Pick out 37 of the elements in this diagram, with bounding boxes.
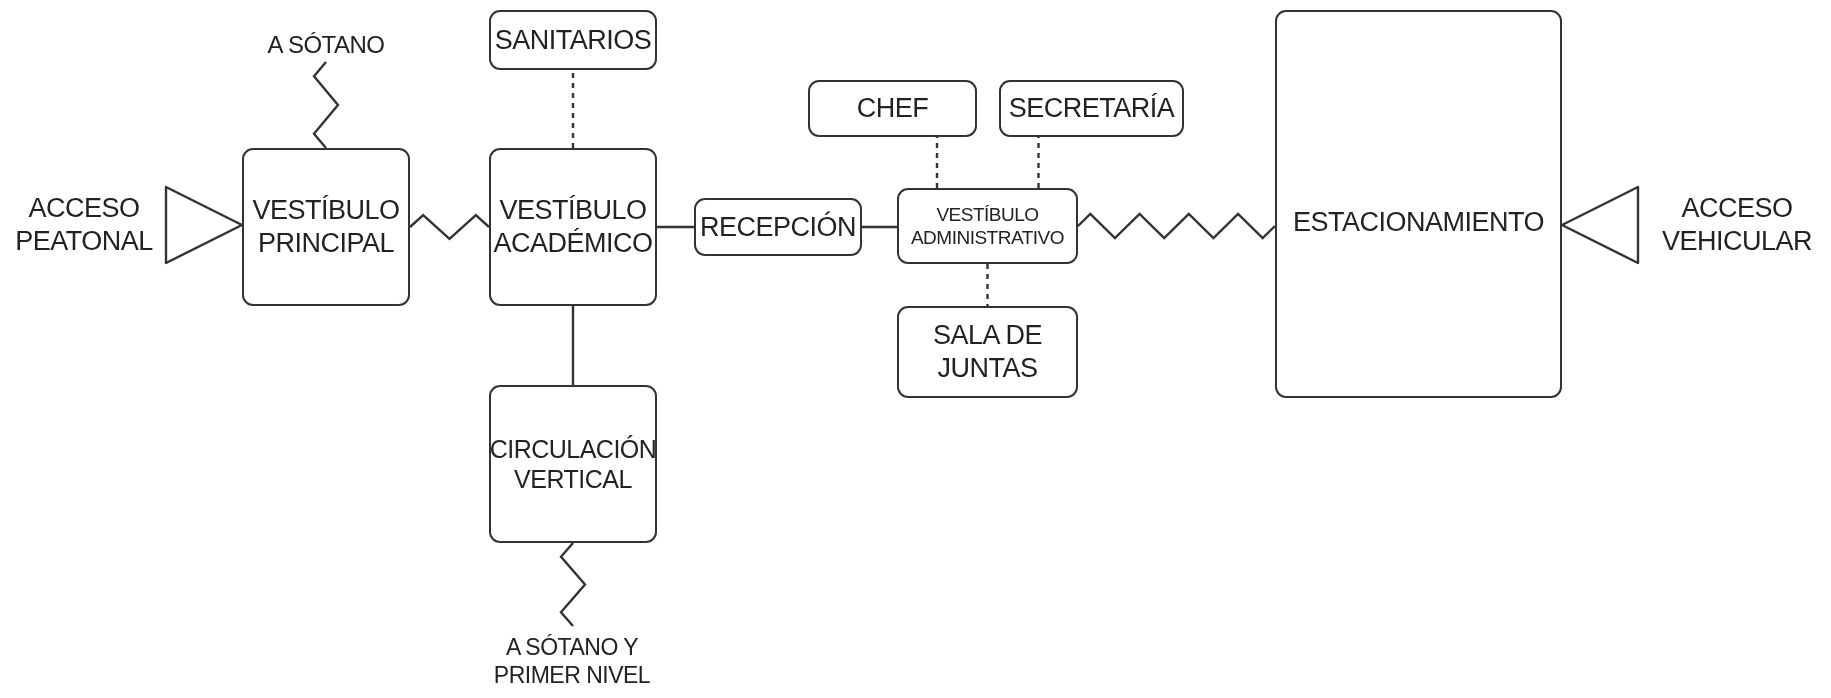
access-label: A SÓTANO [267, 30, 385, 60]
room-box [999, 80, 1184, 137]
entrance-arrow [1560, 185, 1640, 265]
connector-line [657, 225, 694, 229]
room-label: SALA DE JUNTAS [931, 319, 1044, 385]
room-label: VESTÍBULO PRINCIPAL [251, 194, 401, 260]
zigzag-connector [312, 61, 340, 149]
room-box [489, 148, 657, 306]
connector-line [571, 306, 575, 385]
room-label: ESTACIONAMIENTO [1293, 205, 1544, 239]
connector-line [862, 225, 897, 229]
access-label: A SÓTANO Y PRIMER NIVEL [492, 632, 652, 690]
room-box [242, 148, 410, 306]
room-label: SANITARIOS [494, 23, 652, 57]
room-box [694, 198, 862, 256]
room-label: SECRETARÍA [1008, 92, 1175, 125]
room-box [489, 385, 657, 543]
room-label: VESTÍBULO ACADÉMICO [492, 194, 654, 260]
room-label: VESTÍBULO ADMINISTRATIVO [909, 202, 1066, 250]
room-label: CIRCULACIÓN VERTICAL [489, 433, 657, 495]
entrance-arrow [164, 185, 244, 265]
dashed-connector [935, 137, 939, 188]
room-box [1275, 10, 1562, 398]
zigzag-connector [559, 542, 587, 627]
room-box [897, 306, 1078, 398]
room-label: CHEF [856, 92, 929, 125]
room-box [897, 188, 1078, 264]
dashed-connector [1037, 137, 1040, 188]
dashed-connector [986, 264, 989, 306]
access-label: ACCESO PEATONAL [14, 192, 154, 258]
zigzag-connector [1077, 212, 1276, 240]
room-box [808, 80, 977, 137]
room-label: RECEPCIÓN [700, 210, 856, 244]
access-label: ACCESO VEHICULAR [1660, 192, 1813, 258]
dashed-connector [571, 70, 575, 148]
zigzag-connector [409, 213, 490, 241]
room-box [489, 10, 657, 70]
